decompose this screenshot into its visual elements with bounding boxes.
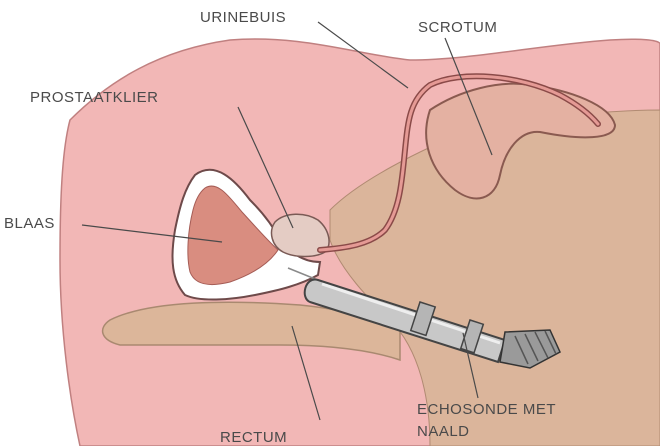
label-prostate: PROSTAATKLIER	[30, 89, 158, 106]
label-urethra: URINEBUIS	[200, 9, 286, 26]
label-bladder: BLAAS	[4, 215, 55, 232]
label-rectum: RECTUM	[220, 429, 287, 446]
label-probe-line1: ECHOSONDE MET	[417, 401, 556, 418]
label-probe-line2: NAALD	[417, 423, 470, 440]
label-scrotum: SCROTUM	[418, 19, 497, 36]
